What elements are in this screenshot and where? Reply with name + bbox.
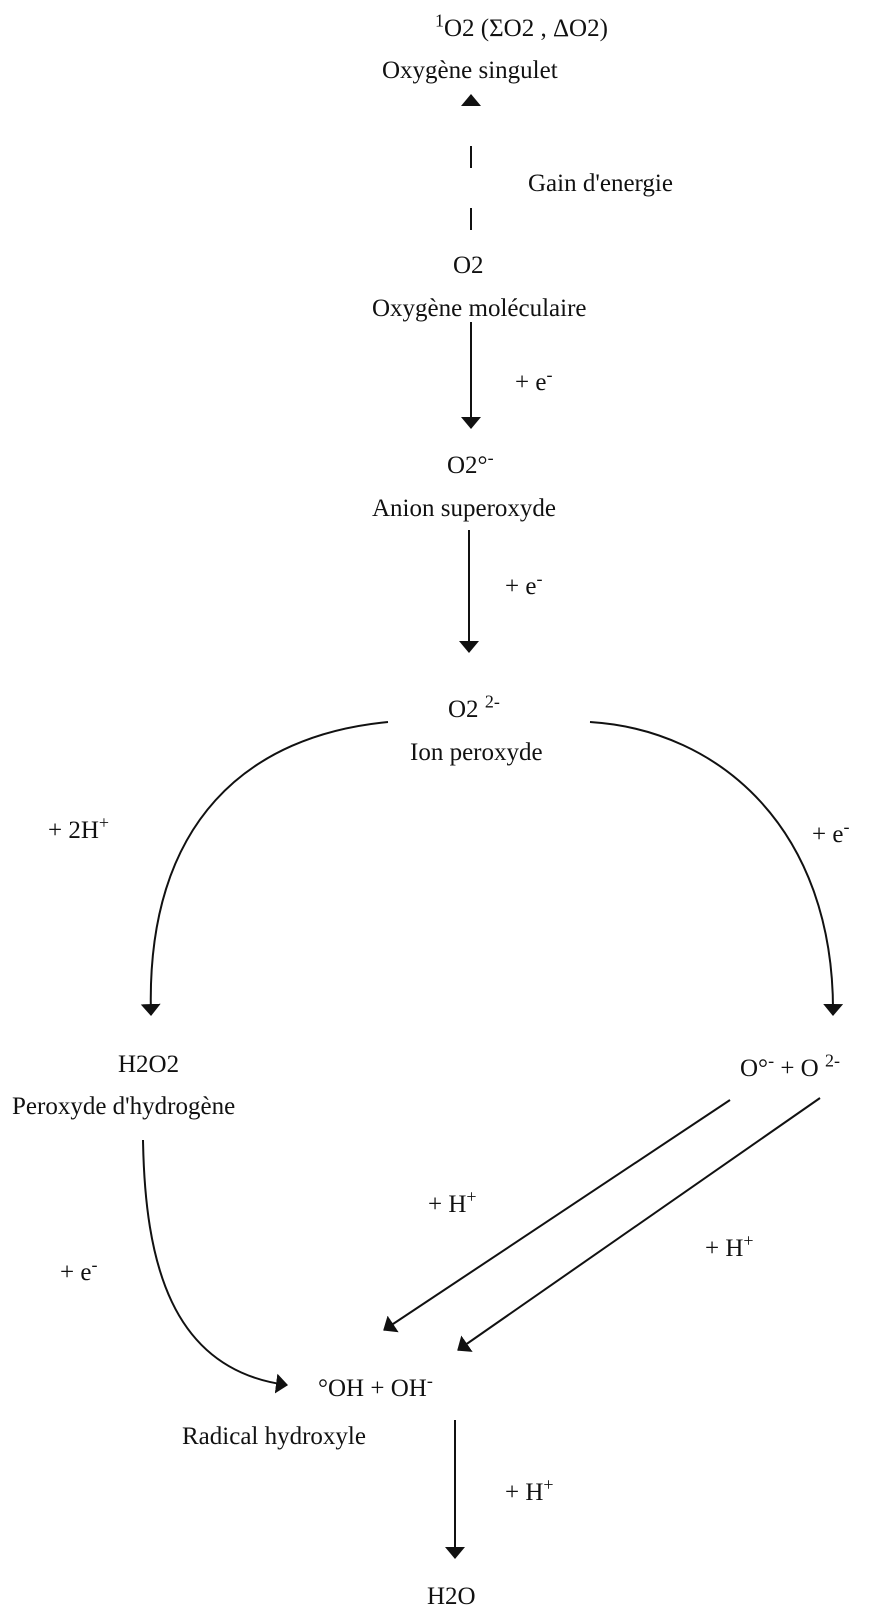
- hydroxyl-formula: °OH + OH-: [318, 1372, 433, 1402]
- hydroxyl-name: Radical hydroxyle: [182, 1423, 366, 1450]
- label-proton-right-text: + H: [705, 1235, 744, 1262]
- label-electron-3-sup: -: [843, 816, 850, 837]
- oxide-text: O: [800, 1055, 825, 1082]
- label-electron-1: + e-: [515, 366, 552, 396]
- water-formula: H2O: [427, 1583, 476, 1610]
- label-proton-final-text: + H: [505, 1479, 544, 1506]
- label-electron-4-text: + e: [60, 1259, 92, 1286]
- peroxide-ion-charge: 2-: [484, 691, 500, 712]
- arrow-oxide-to-hydroxyl: [457, 1097, 821, 1352]
- hydrogen-peroxide-name: Peroxyde d'hydrogène: [12, 1093, 236, 1120]
- label-electron-4: + e-: [60, 1256, 97, 1286]
- singlet-oxygen-name: Oxygène singulet: [382, 57, 558, 84]
- label-proton-left-sup: +: [466, 1186, 477, 1207]
- arrow-peroxide-to-h2o2: [140, 721, 389, 1016]
- label-protons-2-sup: +: [98, 812, 110, 833]
- singlet-formula-text: O2 (ΣO2 , ΔO2): [444, 15, 608, 42]
- label-electron-3: + e-: [812, 818, 849, 848]
- molecular-oxygen-name: Oxygène moléculaire: [372, 295, 587, 322]
- label-proton-left-text: + H: [428, 1191, 467, 1218]
- label-electron-3-text: + e: [812, 821, 844, 848]
- superoxide-name: Anion superoxyde: [372, 495, 556, 522]
- label-electron-2: + e-: [505, 570, 542, 600]
- oxygen-radicals-formula: O°- + O 2-: [740, 1052, 840, 1082]
- label-proton-right-sup: +: [743, 1230, 754, 1251]
- label-protons-2: + 2H+: [48, 814, 109, 844]
- arrow-oradical-to-hydroxyl: [383, 1099, 731, 1333]
- label-electron-1-sup: -: [546, 364, 553, 385]
- label-electron-1-text: + e: [515, 369, 547, 396]
- hydroxyl-charge: -: [426, 1370, 433, 1391]
- hydrogen-peroxide-formula: H2O2: [118, 1051, 180, 1078]
- label-proton-left: + H+: [428, 1188, 477, 1218]
- singlet-superscript: 1: [435, 10, 444, 31]
- peroxide-ion-name: Ion peroxyde: [410, 739, 543, 766]
- molecular-oxygen-formula: O2: [453, 252, 484, 279]
- label-electron-4-sup: -: [91, 1254, 98, 1275]
- oxide-charge: 2-: [824, 1050, 840, 1071]
- superoxide-formula-text: O2°: [447, 452, 488, 479]
- oxygen-radicals-plus: +: [774, 1055, 801, 1082]
- oxygen-radical-charge: -: [768, 1050, 775, 1071]
- hydroxyl-formula-text: °OH + OH: [318, 1375, 427, 1402]
- superoxide-formula: O2°-: [447, 449, 494, 479]
- oxygen-radical-text: O°: [740, 1055, 769, 1082]
- singlet-oxygen-formula: 1O2 (ΣO2 , ΔO2): [435, 12, 608, 42]
- label-electron-2-sup: -: [536, 568, 543, 589]
- label-proton-final: + H+: [505, 1476, 554, 1506]
- label-proton-final-sup: +: [543, 1474, 554, 1495]
- label-proton-right: + H+: [705, 1232, 754, 1262]
- peroxide-ion-formula-text: O2: [448, 696, 485, 723]
- peroxide-ion-formula: O2 2-: [448, 693, 500, 723]
- arrow-h2o2-to-hydroxyl: [142, 1139, 288, 1394]
- label-energy-gain: Gain d'energie: [528, 170, 673, 197]
- arrow-peroxide-to-oxygen-radicals: [589, 721, 844, 1016]
- label-protons-2-text: + 2H: [48, 817, 99, 844]
- superoxide-charge: -: [487, 447, 494, 468]
- label-electron-2-text: + e: [505, 573, 537, 600]
